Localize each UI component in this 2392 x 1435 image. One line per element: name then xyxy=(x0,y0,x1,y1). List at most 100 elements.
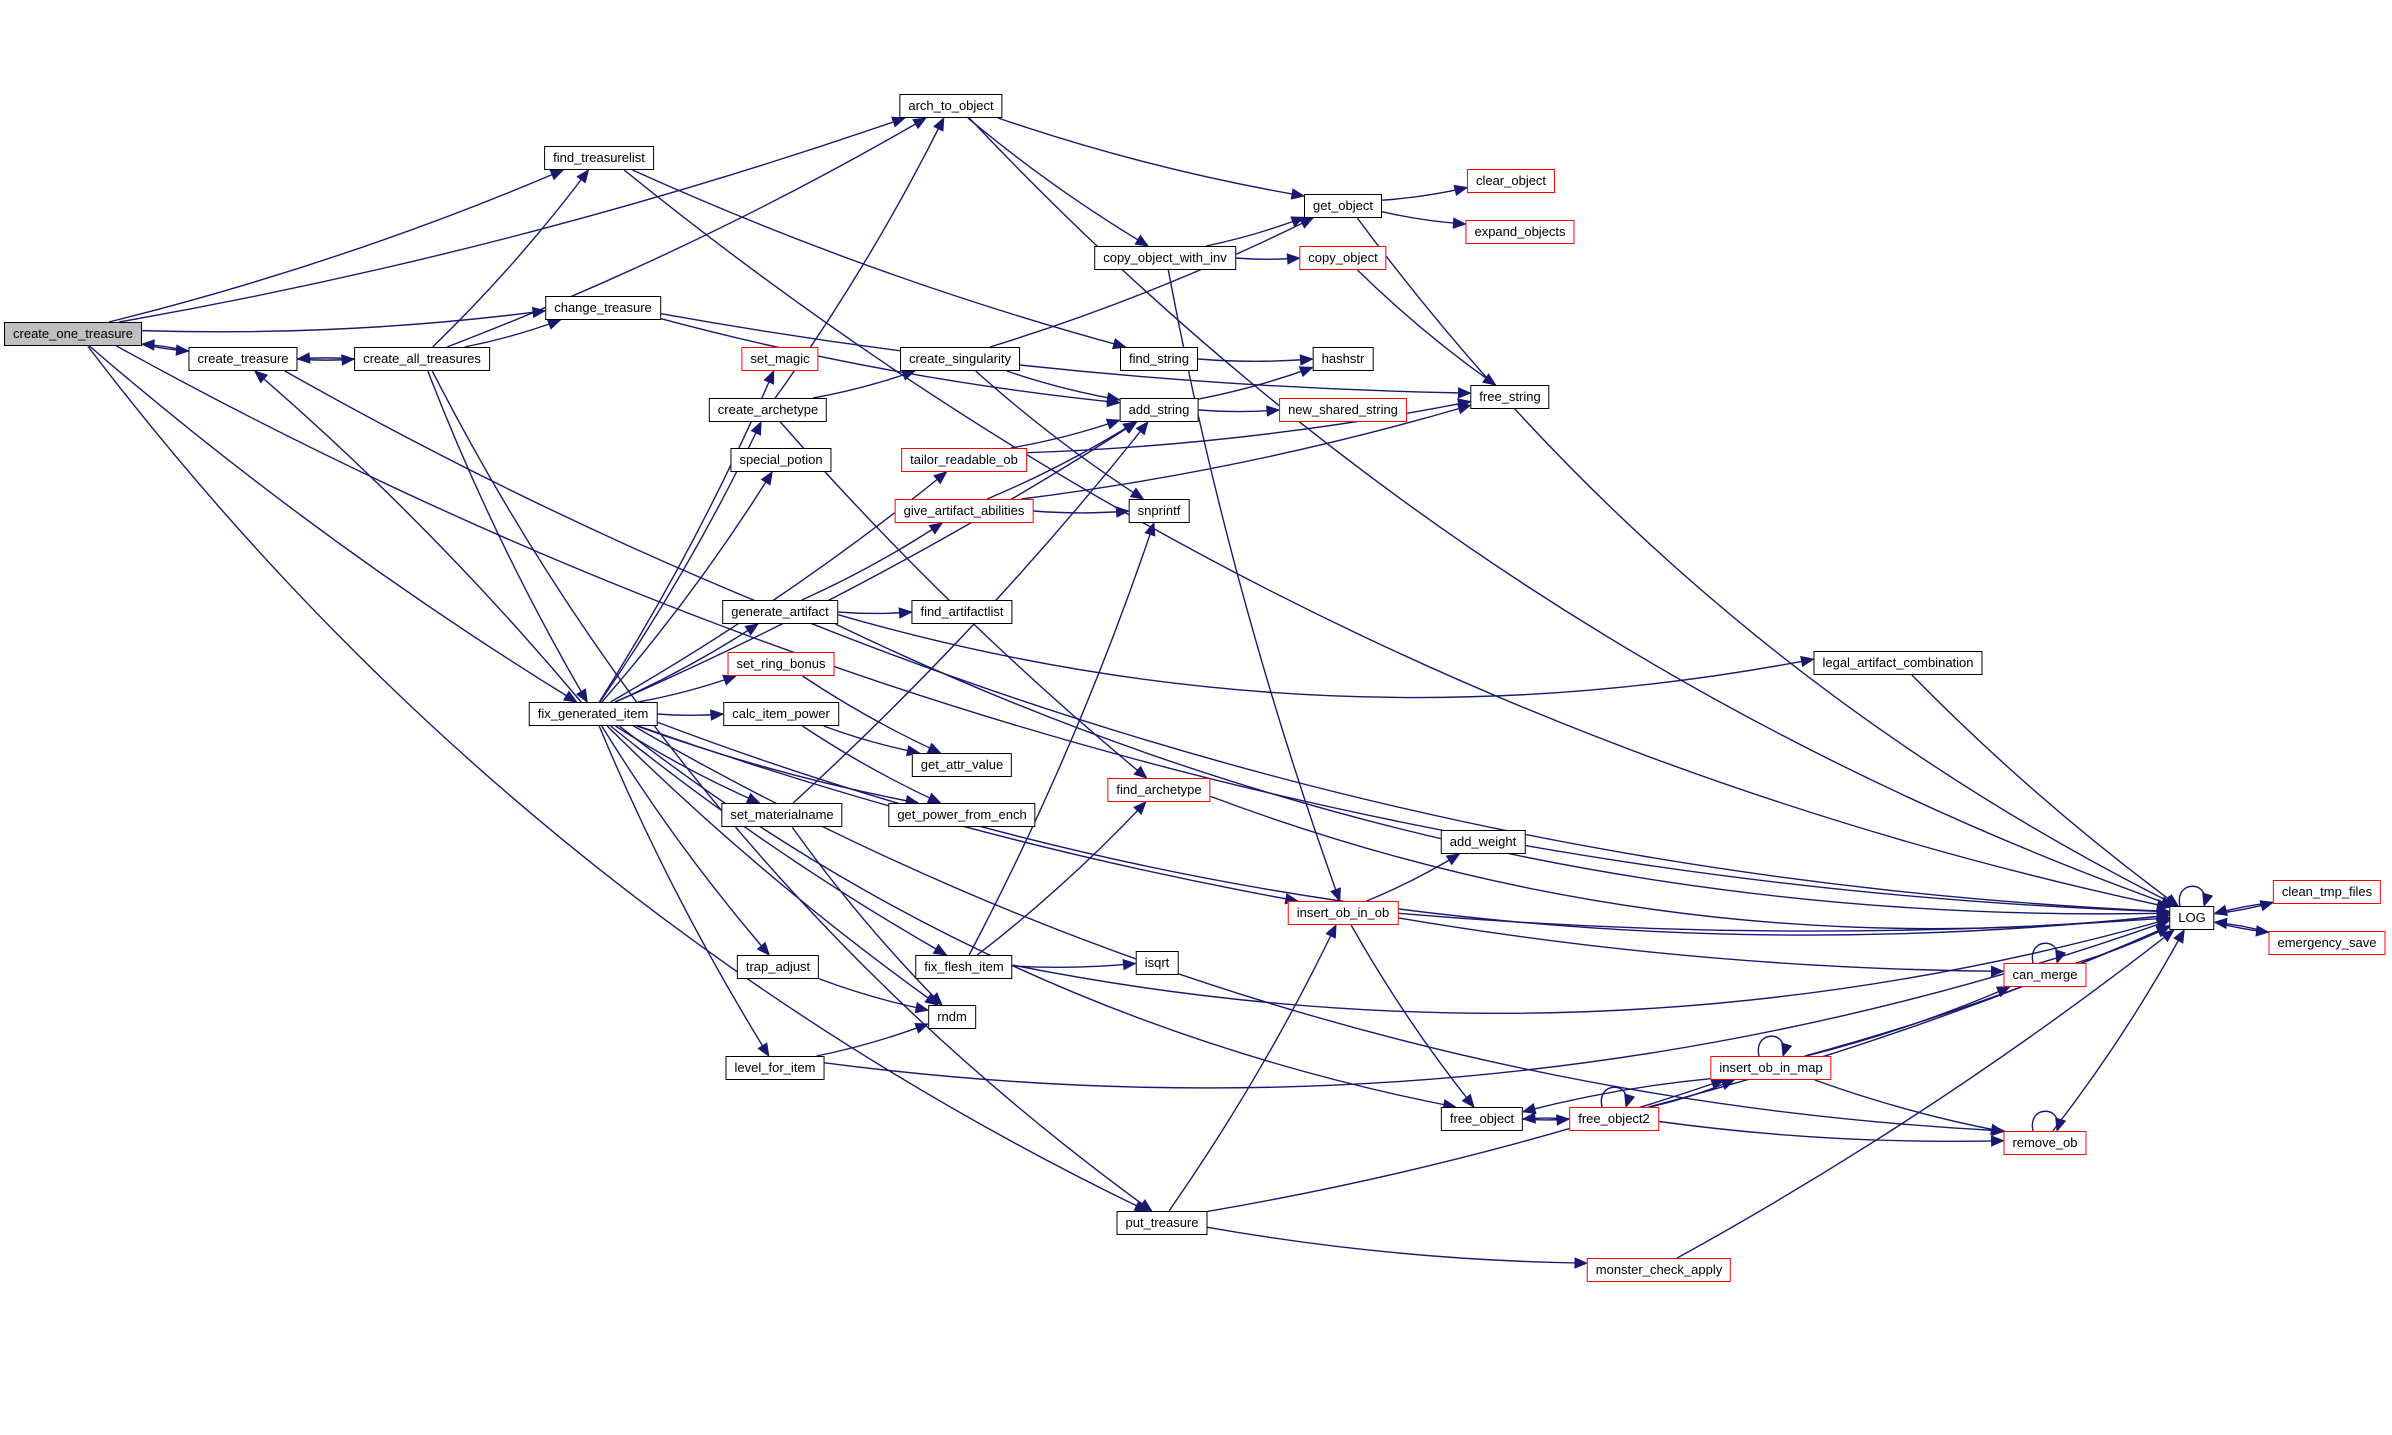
edge-remove_ob-to-LOG xyxy=(2052,928,2185,1132)
edge-insert_ob_in_map-to-can_merge xyxy=(1806,986,2011,1057)
node-give-artifact-abilities[interactable]: give_artifact_abilities xyxy=(894,499,1034,523)
node-put-treasure[interactable]: put_treasure xyxy=(1116,1211,1208,1235)
edge-create_one_treasure-to-change_treasure xyxy=(141,306,547,333)
edge-line xyxy=(813,370,916,399)
node-set-materialname[interactable]: set_materialname xyxy=(721,803,843,827)
node-create-treasure[interactable]: create_treasure xyxy=(188,347,298,371)
node-get-power-from-ench[interactable]: get_power_from_ench xyxy=(888,803,1036,827)
node-remove-ob[interactable]: remove_ob xyxy=(2003,1131,2087,1155)
node-add-string[interactable]: add_string xyxy=(1119,398,1199,422)
edge-line xyxy=(87,345,1148,1212)
arrowhead-icon xyxy=(546,318,562,330)
node-new-shared-string[interactable]: new_shared_string xyxy=(1279,398,1407,422)
node-trap-adjust[interactable]: trap_adjust xyxy=(736,955,820,979)
edge-fix_flesh_item-to-isqrt xyxy=(1012,958,1137,971)
node-free-object[interactable]: free_object xyxy=(1440,1107,1524,1131)
edge-line xyxy=(986,421,1137,500)
arrowhead-icon xyxy=(898,607,913,619)
node-create-archetype[interactable]: create_archetype xyxy=(708,398,828,422)
node-special-potion[interactable]: special_potion xyxy=(730,448,832,472)
node-find-treasurelist[interactable]: find_treasurelist xyxy=(544,146,654,170)
arrowhead-icon xyxy=(576,168,590,184)
node-monster-check-apply[interactable]: monster_check_apply xyxy=(1586,1258,1732,1282)
node-log[interactable]: LOG xyxy=(2169,906,2215,930)
node-legal-artifact-combination[interactable]: legal_artifact_combination xyxy=(1813,651,1983,675)
edge-copy_object_with_inv-to-get_object xyxy=(1205,216,1306,247)
edge-find_treasurelist-to-LOG xyxy=(623,169,2171,911)
edge-put_treasure-to-insert_ob_in_ob xyxy=(1168,923,1337,1212)
node-arch-to-object[interactable]: arch_to_object xyxy=(899,94,1003,118)
node-find-string[interactable]: find_string xyxy=(1120,347,1198,371)
node-create-one-treasure[interactable]: create_one_treasure xyxy=(4,322,142,346)
arrowhead-icon xyxy=(1290,216,1306,228)
arrowhead-icon xyxy=(756,941,771,956)
edge-line xyxy=(1197,358,1313,362)
edge-line xyxy=(1381,186,1468,201)
node-create-singularity[interactable]: create_singularity xyxy=(900,347,1020,371)
arrowhead-icon xyxy=(1135,420,1149,436)
edge-line xyxy=(606,725,939,1006)
node-calc-item-power[interactable]: calc_item_power xyxy=(723,702,839,726)
node-emergency-save[interactable]: emergency_save xyxy=(2268,931,2386,955)
edge-create_all_treasures-to-arch_to_object xyxy=(446,117,928,348)
node-clean-tmp-files[interactable]: clean_tmp_files xyxy=(2272,880,2382,904)
node-can-merge[interactable]: can_merge xyxy=(2003,963,2087,987)
edge-line xyxy=(1757,1035,1785,1057)
node-copy-object[interactable]: copy_object xyxy=(1299,246,1387,270)
node-create-all-treasures[interactable]: create_all_treasures xyxy=(354,347,490,371)
edge-can_merge-to-can_merge xyxy=(2031,942,2067,965)
arrowhead-icon xyxy=(929,992,943,1006)
arrowhead-icon xyxy=(710,709,725,721)
edge-monster_check_apply-to-LOG xyxy=(1676,929,2175,1259)
node-get-attr-value[interactable]: get_attr_value xyxy=(911,753,1013,777)
edge-line xyxy=(464,319,561,348)
node-get-object[interactable]: get_object xyxy=(1304,194,1382,218)
edge-line xyxy=(989,217,1314,348)
node-free-object2[interactable]: free_object2 xyxy=(1569,1107,1659,1131)
edge-find_string-to-hashstr xyxy=(1197,354,1314,366)
edge-line xyxy=(657,721,2170,936)
node-clear-object[interactable]: clear_object xyxy=(1466,169,1556,193)
edge-line xyxy=(791,826,943,1006)
node-tailor-readable-ob[interactable]: tailor_readable_ob xyxy=(901,448,1027,472)
edge-line xyxy=(1522,1077,1711,1113)
node-set-magic[interactable]: set_magic xyxy=(741,347,819,371)
node-isqrt[interactable]: isqrt xyxy=(1135,951,1179,975)
edge-calc_item_power-to-get_attr_value xyxy=(823,725,921,757)
edge-create_one_treasure-to-arch_to_object xyxy=(119,116,907,323)
node-change-treasure[interactable]: change_treasure xyxy=(545,296,661,320)
node-add-weight[interactable]: add_weight xyxy=(1440,830,1526,854)
node-find-artifactlist[interactable]: find_artifactlist xyxy=(911,600,1013,624)
node-snprintf[interactable]: snprintf xyxy=(1128,499,1190,523)
arrowhead-icon xyxy=(760,470,773,486)
node-level-for-item[interactable]: level_for_item xyxy=(725,1056,825,1080)
node-fix-flesh-item[interactable]: fix_flesh_item xyxy=(915,955,1013,979)
edge-create_all_treasures-to-put_treasure xyxy=(431,370,1153,1212)
edge-line xyxy=(997,117,1305,197)
node-hashstr[interactable]: hashstr xyxy=(1312,347,1374,371)
node-fix-generated-item[interactable]: fix_generated_item xyxy=(528,702,658,726)
node-insert-ob-in-ob[interactable]: insert_ob_in_ob xyxy=(1287,901,1399,925)
node-copy-object-with-inv[interactable]: copy_object_with_inv xyxy=(1094,246,1236,270)
node-expand-objects[interactable]: expand_objects xyxy=(1465,220,1575,244)
node-find-archetype[interactable]: find_archetype xyxy=(1107,778,1211,802)
edge-create_singularity-to-get_object xyxy=(989,217,1315,348)
arrowhead-icon xyxy=(1144,521,1156,537)
node-free-string[interactable]: free_string xyxy=(1470,385,1550,409)
edge-line xyxy=(801,522,943,601)
arrowhead-icon xyxy=(932,943,948,956)
edge-line xyxy=(1012,918,2170,1014)
node-rndm[interactable]: rndm xyxy=(928,1005,976,1029)
node-insert-ob-in-map[interactable]: insert_ob_in_map xyxy=(1710,1056,1832,1080)
edge-line xyxy=(968,522,1155,956)
node-generate-artifact[interactable]: generate_artifact xyxy=(722,600,838,624)
arrowhead-icon xyxy=(2156,913,2171,925)
edge-line xyxy=(633,725,2005,1132)
edge-free_object2-to-free_object2 xyxy=(1600,1086,1636,1109)
edge-line xyxy=(284,370,2170,913)
arrowhead-icon xyxy=(253,370,269,384)
edge-insert_ob_in_map-to-remove_ob xyxy=(1814,1079,2005,1135)
edge-get_object-to-clear_object xyxy=(1381,184,1469,201)
edge-get_object-to-expand_objects xyxy=(1381,211,1467,229)
node-set-ring-bonus[interactable]: set_ring_bonus xyxy=(727,652,835,676)
